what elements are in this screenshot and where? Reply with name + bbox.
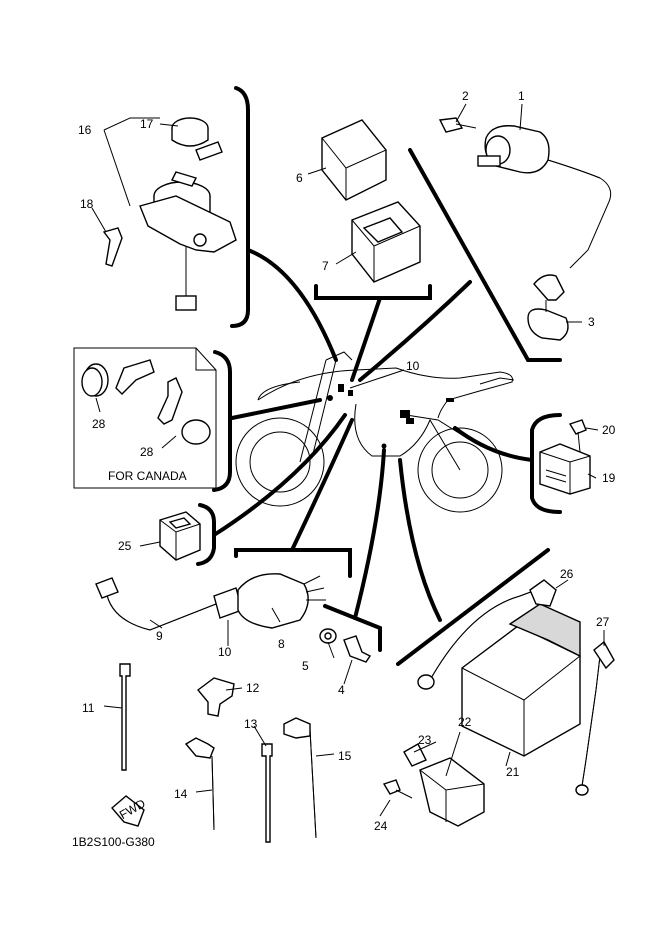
callout-2: 2 bbox=[462, 89, 469, 103]
callout-18: 18 bbox=[80, 197, 94, 211]
callout-15: 15 bbox=[338, 749, 352, 763]
callout-17: 17 bbox=[140, 117, 154, 131]
diagram-code: 1B2S100-G380 bbox=[72, 835, 155, 849]
callout-19: 19 bbox=[602, 471, 616, 485]
connector-lines bbox=[212, 248, 534, 622]
callout-28-right: 28 bbox=[140, 445, 154, 459]
callout-16: 16 bbox=[78, 123, 92, 137]
canada-parts-box bbox=[73, 347, 217, 489]
callout-23: 23 bbox=[418, 733, 432, 747]
callout-9: 9 bbox=[156, 629, 163, 643]
callout-27: 27 bbox=[596, 615, 610, 629]
callout-11: 11 bbox=[82, 701, 95, 715]
neutral-switch-parts bbox=[319, 628, 372, 663]
ties-and-terminals bbox=[111, 663, 317, 843]
callout-7: 7 bbox=[322, 259, 329, 273]
callout-24: 24 bbox=[374, 819, 388, 833]
regulator-parts bbox=[539, 419, 591, 495]
callout-14: 14 bbox=[174, 787, 188, 801]
ignition-coil-parts bbox=[438, 117, 612, 341]
main-switch-assembly bbox=[102, 117, 237, 311]
callout-10-harness: 10 bbox=[218, 645, 232, 659]
callout-4: 4 bbox=[338, 683, 345, 697]
callout-3: 3 bbox=[588, 315, 595, 329]
callout-26: 26 bbox=[560, 567, 574, 581]
battery-parts bbox=[382, 579, 615, 827]
motorcycle-silhouette bbox=[235, 351, 515, 513]
callout-28-left: 28 bbox=[92, 417, 106, 431]
relay-small bbox=[159, 511, 201, 561]
canada-caption: FOR CANADA bbox=[108, 469, 187, 483]
callout-5: 5 bbox=[302, 659, 309, 673]
callout-6: 6 bbox=[296, 171, 303, 185]
callout-25: 25 bbox=[118, 539, 132, 553]
callout-1: 1 bbox=[518, 89, 525, 103]
callout-12: 12 bbox=[246, 681, 260, 695]
callout-8: 8 bbox=[278, 637, 285, 651]
relay-parts bbox=[321, 119, 421, 283]
callout-21: 21 bbox=[506, 765, 520, 779]
callout-22: 22 bbox=[458, 715, 472, 729]
leader-lines bbox=[91, 103, 605, 817]
callout-20: 20 bbox=[602, 423, 616, 437]
wire-harness bbox=[95, 573, 326, 631]
callout-13: 13 bbox=[244, 717, 258, 731]
callout-labels: 1 2 3 4 5 6 7 8 9 10 10 11 12 13 14 15 1… bbox=[78, 89, 616, 833]
callout-10-motorcycle: 10 bbox=[406, 359, 420, 373]
